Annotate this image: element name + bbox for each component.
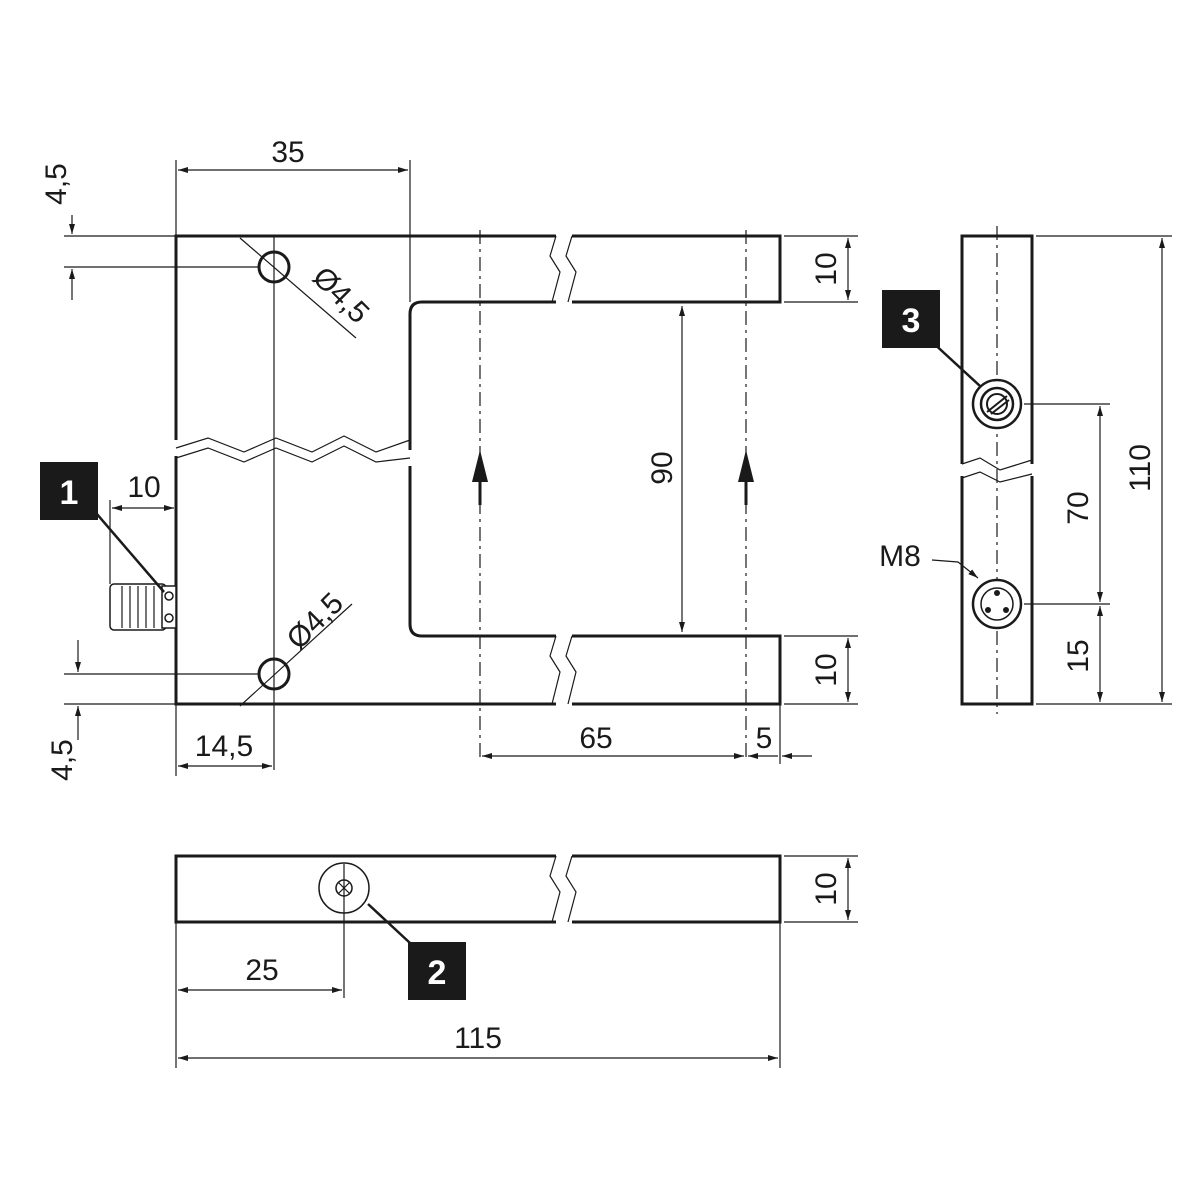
m8-leader <box>931 559 979 579</box>
dim-slot-height: 90 <box>646 451 679 484</box>
dim-hole-dia-top: Ø4,5 <box>306 261 375 330</box>
side-view: M8 110 70 15 3 <box>879 226 1172 714</box>
dim-side-spacing: 70 <box>1062 491 1095 524</box>
front-view: 35 4,5 Ø4,5 Ø4,5 4,5 10 14,5 10 <box>40 136 858 781</box>
bottom-break <box>549 855 577 923</box>
arm-break-top <box>549 235 577 303</box>
side-break <box>961 457 1033 483</box>
callout-2-label: 2 <box>428 954 447 992</box>
body-break-upper <box>175 435 411 453</box>
dim-hole-dia-bottom: Ø4,5 <box>281 587 350 656</box>
dim-arm-thickness-bottom: 10 <box>810 653 843 686</box>
dim-slot-depth: 65 <box>579 722 612 755</box>
dim-arm-end: 5 <box>756 722 773 755</box>
connector-label: M8 <box>879 540 921 573</box>
dim-bottom-thickness: 10 <box>810 872 843 905</box>
dim-hole-x-offset: 14,5 <box>195 730 253 763</box>
callout-2-badge <box>408 942 466 1000</box>
callout-1-leader <box>89 505 165 593</box>
callout-1-label: 1 <box>60 474 79 512</box>
dim-arm-thickness-top: 10 <box>810 252 843 285</box>
bottom-view: 10 25 115 2 <box>174 854 858 1068</box>
leader-dia-top <box>239 237 357 339</box>
dim-connector-offset: 10 <box>127 471 160 504</box>
dim-bottom-pot-offset: 25 <box>245 954 278 987</box>
callout-1-badge <box>40 462 98 520</box>
side-connector <box>109 583 177 631</box>
potentiometer-side <box>971 378 1023 430</box>
dim-hole-offset-top: 4,5 <box>40 163 73 205</box>
beam-arrow-left-head <box>472 450 488 482</box>
dim-top-width: 35 <box>271 136 304 169</box>
dim-bottom-total: 115 <box>454 1022 502 1055</box>
callout-3-label: 3 <box>902 302 921 340</box>
beam-arrow-right-head <box>738 450 754 482</box>
leader-dia-bottom <box>239 603 353 707</box>
callout-3-badge <box>882 290 940 348</box>
bottom-view-outline <box>174 854 782 924</box>
arm-break-bottom <box>549 635 577 705</box>
dim-side-total: 110 <box>1124 444 1157 492</box>
body-break-lower <box>175 445 411 463</box>
m8-connector <box>971 578 1023 630</box>
dim-hole-offset-bottom: 4,5 <box>46 739 79 781</box>
dim-side-bottom: 15 <box>1062 639 1095 672</box>
